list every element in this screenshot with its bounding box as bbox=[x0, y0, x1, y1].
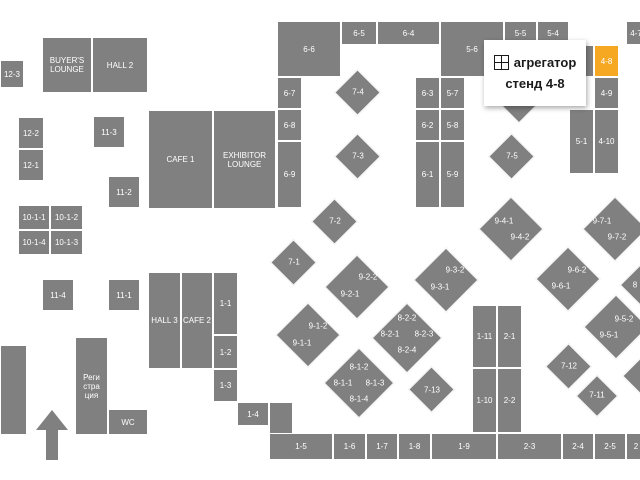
booth-2-5[interactable]: 2-5 bbox=[594, 433, 626, 460]
booth-group-9-3[interactable] bbox=[413, 247, 479, 313]
booth-1-10[interactable]: 1-10 bbox=[472, 368, 497, 433]
booth-2-6[interactable]: 2 bbox=[626, 433, 640, 460]
booth-7-13-diamond[interactable] bbox=[408, 366, 455, 413]
booth-1-3[interactable]: 1-3 bbox=[213, 369, 238, 402]
booth-6-8[interactable]: 6-8 bbox=[277, 109, 302, 141]
booth-10-1-1[interactable]: 10-1-1 bbox=[18, 205, 50, 230]
booth-4-8[interactable]: 4-8 bbox=[594, 45, 619, 77]
booth-cafe-1[interactable]: CAFE 1 bbox=[148, 110, 213, 209]
brand-logo-icon bbox=[493, 55, 509, 70]
booth-10-1-3[interactable]: 10-1-3 bbox=[50, 230, 83, 255]
tooltip-brand: агрегатор bbox=[513, 55, 577, 70]
booth-4-9[interactable]: 4-9 bbox=[594, 77, 619, 109]
booth-tooltip: агрегатор стенд 4-8 bbox=[484, 40, 586, 106]
booth-10-1-4[interactable]: 10-1-4 bbox=[18, 230, 50, 255]
booth-7-4-diamond[interactable] bbox=[334, 69, 381, 116]
booth-7-1-diamond[interactable] bbox=[270, 239, 317, 286]
booth-group-9-7[interactable] bbox=[582, 196, 640, 262]
booth-7-3-diamond[interactable] bbox=[334, 133, 381, 180]
booth-6-6[interactable]: 6-6 bbox=[277, 21, 341, 77]
booth-5-8[interactable]: 5-8 bbox=[440, 109, 465, 141]
booth-11-4[interactable]: 11-4 bbox=[42, 279, 74, 311]
booth-exhibitor-lounge[interactable]: EXHIBITOR LOUNGE bbox=[213, 110, 276, 209]
booth-6-3[interactable]: 6-3 bbox=[415, 77, 440, 109]
booth-11-2[interactable]: 11-2 bbox=[108, 176, 140, 208]
booth-6-1[interactable]: 6-1 bbox=[415, 141, 440, 208]
booth-edge-2[interactable] bbox=[622, 356, 640, 396]
booth-1-9[interactable]: 1-9 bbox=[431, 433, 497, 460]
booth-6-2[interactable]: 6-2 bbox=[415, 109, 440, 141]
booth-group-9-2[interactable] bbox=[324, 254, 390, 320]
booth-registration[interactable]: Реги стра ция bbox=[75, 337, 108, 435]
booth-12-2[interactable]: 12-2 bbox=[18, 117, 44, 149]
booth-1-2[interactable]: 1-2 bbox=[213, 335, 238, 369]
booth-5-1[interactable]: 5-1 bbox=[569, 109, 594, 174]
booth-group-8-1[interactable] bbox=[323, 347, 395, 419]
booth-1-7[interactable]: 1-7 bbox=[366, 433, 398, 460]
booth-7-12-diamond[interactable] bbox=[545, 343, 592, 390]
booth-1-1[interactable]: 1-1 bbox=[213, 272, 238, 335]
booth-7-5-diamond[interactable] bbox=[488, 133, 535, 180]
booth-group-9-6[interactable] bbox=[535, 246, 601, 312]
booth-10-1-2[interactable]: 10-1-2 bbox=[50, 205, 83, 230]
booth-6-4[interactable]: 6-4 bbox=[377, 21, 440, 45]
booth-cafe-2[interactable]: CAFE 2 bbox=[181, 272, 213, 369]
booth-4-10[interactable]: 4-10 bbox=[594, 109, 619, 174]
booth-1-4[interactable]: 1-4 bbox=[237, 402, 269, 426]
booth-group-9-1[interactable] bbox=[275, 302, 341, 368]
booth-7-2-diamond[interactable] bbox=[311, 198, 358, 245]
booth-5-9[interactable]: 5-9 bbox=[440, 141, 465, 208]
booth-4-7[interactable]: 4-7 bbox=[626, 21, 640, 45]
tooltip-stand: стенд 4-8 bbox=[505, 76, 565, 91]
booth-group-8-2[interactable] bbox=[371, 302, 443, 374]
booth-1-6[interactable]: 1-6 bbox=[333, 433, 366, 460]
booth-5-7[interactable]: 5-7 bbox=[440, 77, 465, 109]
booth-6-9[interactable]: 6-9 bbox=[277, 141, 302, 208]
booth-1-8[interactable]: 1-8 bbox=[398, 433, 431, 460]
booth-hall-3[interactable]: HALL 3 bbox=[148, 272, 181, 369]
booth-wc[interactable]: WC bbox=[108, 409, 148, 435]
booth-6-7[interactable]: 6-7 bbox=[277, 77, 302, 109]
arrow-up-icon bbox=[36, 410, 68, 460]
booth-group-9-5[interactable] bbox=[583, 294, 640, 360]
booth-hall-2[interactable]: HALL 2 bbox=[92, 37, 148, 93]
booth-11-3[interactable]: 11-3 bbox=[93, 116, 125, 148]
booth-2-4[interactable]: 2-4 bbox=[562, 433, 594, 460]
booth-buyers-lounge[interactable]: BUYER'S LOUNGE bbox=[42, 37, 92, 93]
booth-7-11-diamond[interactable] bbox=[575, 374, 619, 418]
booth-group-edge-1[interactable] bbox=[619, 263, 640, 307]
booth-6-5[interactable]: 6-5 bbox=[341, 21, 377, 45]
booth-12-3[interactable]: 12-3 bbox=[0, 60, 24, 88]
booth-2-2[interactable]: 2-2 bbox=[497, 368, 522, 433]
booth-left-block[interactable] bbox=[0, 345, 27, 435]
booth-1-5[interactable]: 1-5 bbox=[269, 433, 333, 460]
booth-group-9-4[interactable] bbox=[478, 196, 544, 262]
booth-2-3[interactable]: 2-3 bbox=[497, 433, 562, 460]
booth-2-1[interactable]: 2-1 bbox=[497, 305, 522, 368]
booth-11-1[interactable]: 11-1 bbox=[108, 279, 140, 311]
booth-12-1[interactable]: 12-1 bbox=[18, 149, 44, 181]
tooltip-brand-row: агрегатор bbox=[493, 55, 577, 70]
booth-1-11[interactable]: 1-11 bbox=[472, 305, 497, 368]
